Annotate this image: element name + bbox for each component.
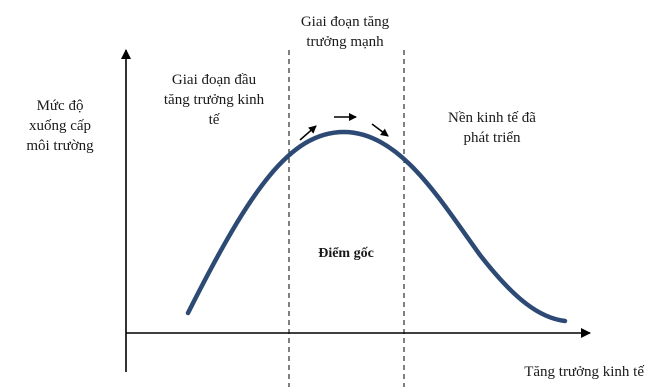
- phase-developed-economy-label: Nền kinh tế đã phát triển: [422, 108, 562, 148]
- peak-label: Điểm gốc: [318, 246, 374, 261]
- phase-early-growth-label: Giai đoạn đầu tăng trưởng kinh tế: [144, 70, 284, 130]
- x-axis-label: Tăng trưởng kinh tế: [524, 364, 644, 380]
- phase-label-line: tế: [208, 112, 220, 128]
- phase-rapid-growth-label: Giai đoạn tăng trưởng mạnh: [280, 12, 410, 52]
- rising-arrow-icon: [299, 125, 317, 141]
- y-axis-label: Mức độ xuống cấp môi trường: [6, 96, 114, 156]
- y-axis-label-line: Mức độ: [36, 98, 84, 114]
- phase-label-line: phát triển: [463, 130, 521, 146]
- phase-label-line: trưởng mạnh: [306, 34, 384, 50]
- y-axis-label-line: xuống cấp: [28, 118, 92, 134]
- phase-label-line: Nền kinh tế đã: [448, 110, 536, 126]
- phase-label-line: Giai đoạn tăng: [300, 14, 390, 30]
- phase-label-line: Giai đoạn đầu: [171, 72, 257, 88]
- y-axis-label-line: môi trường: [26, 138, 94, 154]
- environmental-kuznets-curve: [185, 129, 568, 324]
- falling-arrow-icon: [371, 123, 389, 137]
- phase-label-line: tăng trưởng kinh: [163, 92, 265, 108]
